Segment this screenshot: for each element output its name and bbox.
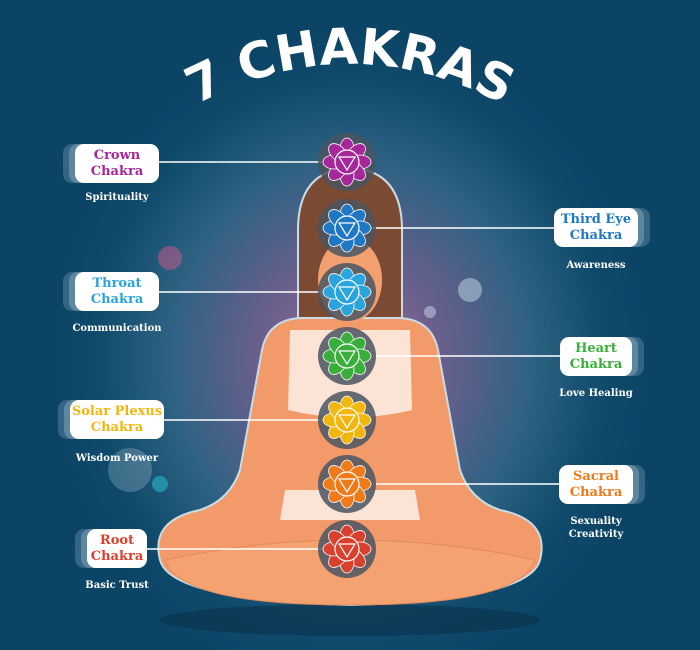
- title: 7 CHAKRAS: [176, 18, 523, 116]
- sacral-lotus-icon: [318, 455, 376, 513]
- solar-plexus-meaning: Wisdom Power: [75, 453, 159, 464]
- third-eye-icon: [318, 199, 376, 257]
- solar-lotus-icon: [318, 391, 376, 449]
- heart-lotus-icon: [318, 327, 376, 385]
- root-meaning: Basic Trust: [85, 580, 149, 591]
- crown-meaning: Spirituality: [85, 192, 149, 203]
- heart-meaning: Love Healing: [559, 388, 633, 399]
- throat-lotus-icon: [318, 263, 376, 321]
- third-eye-meaning: Awareness: [566, 260, 626, 271]
- lotus-crown-icon: [318, 133, 376, 191]
- root-lotus-icon: [318, 520, 376, 578]
- throat-meaning: Communication: [72, 323, 162, 334]
